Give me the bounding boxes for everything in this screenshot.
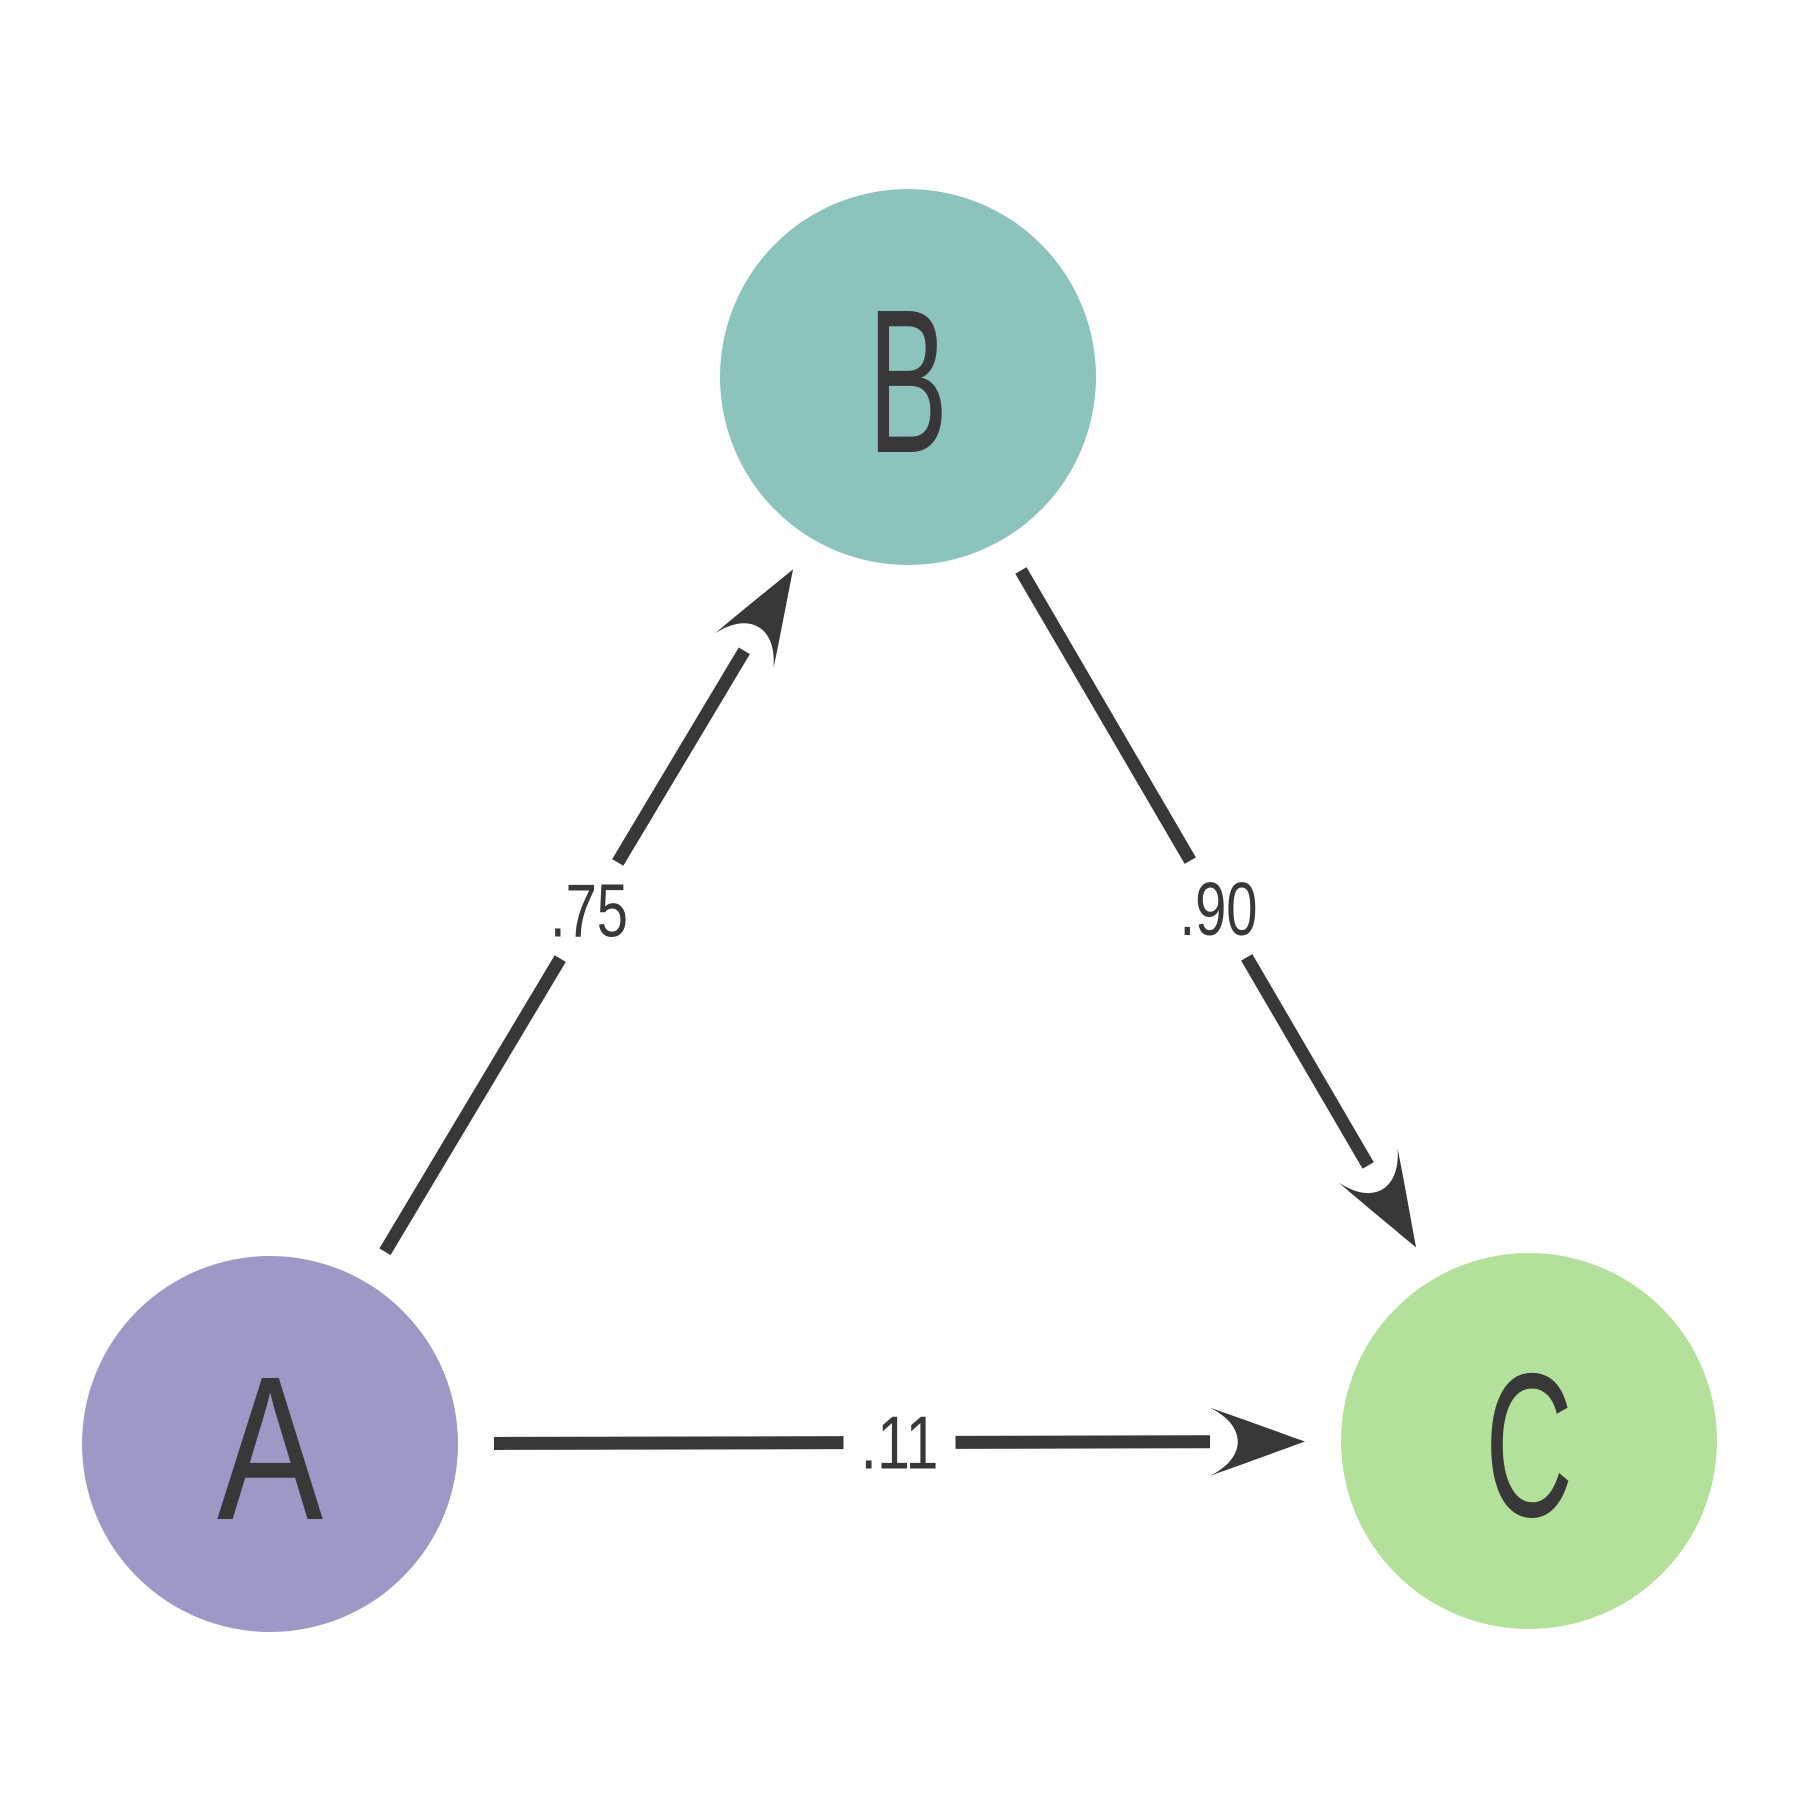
- edge-weight-a-c: .11: [861, 1401, 939, 1485]
- edge-line-a-c: [955, 1435, 1211, 1449]
- node-circle-b: [720, 189, 1096, 565]
- edge-line-b-c: [1015, 567, 1196, 864]
- node-label-c: C: [1485, 1331, 1573, 1560]
- arrowhead-icon-a-b: [715, 569, 794, 669]
- node-label-a: A: [217, 1334, 323, 1563]
- node-c: C: [1341, 1253, 1717, 1629]
- node-a: A: [82, 1256, 458, 1632]
- edge-line-b-c: [1241, 954, 1374, 1169]
- edge-weight-b-c: .90: [1180, 867, 1258, 951]
- node-circle-a: [82, 1256, 458, 1632]
- arrowhead-icon-a-c: [1209, 1407, 1306, 1476]
- edge-b-c: .90: [1015, 567, 1417, 1248]
- node-b: B: [720, 189, 1096, 565]
- edge-a-c: .11: [493, 1401, 1306, 1485]
- arrowhead-icon-b-c: [1338, 1148, 1417, 1248]
- edge-line-a-b: [612, 647, 750, 866]
- edge-line-a-c: [493, 1436, 844, 1450]
- edge-weight-a-b: .75: [550, 869, 628, 953]
- edge-a-b: .75: [379, 569, 794, 1256]
- edge-line-a-b: [379, 955, 566, 1256]
- node-circle-c: [1341, 1253, 1717, 1629]
- node-label-b: B: [868, 267, 948, 496]
